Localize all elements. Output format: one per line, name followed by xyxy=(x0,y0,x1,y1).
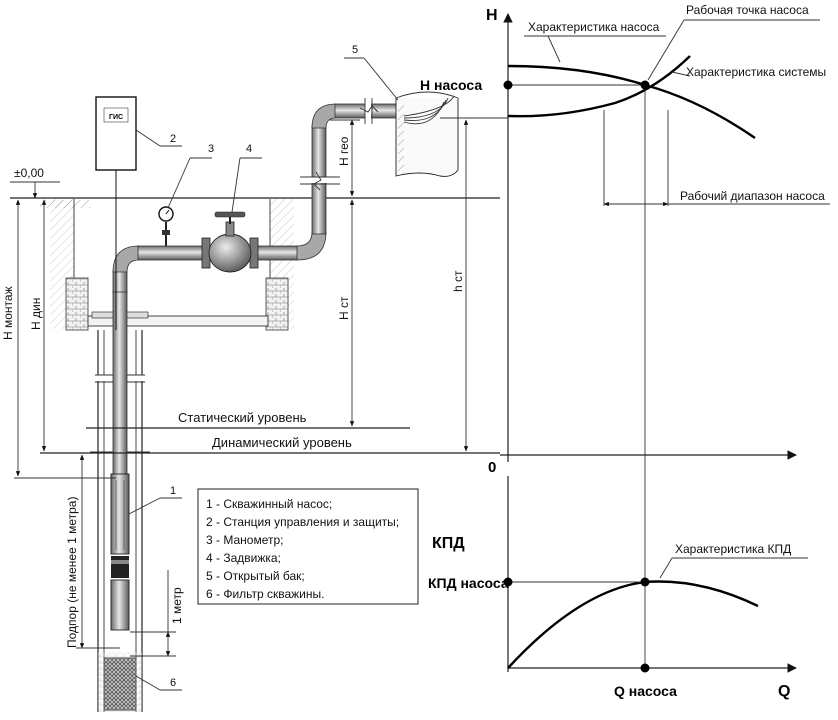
pit-walls xyxy=(50,199,294,331)
dim-h-st-total: h ст xyxy=(440,117,508,452)
legend-item: 3 - Манометр; xyxy=(206,533,283,547)
pressure-gauge xyxy=(158,206,174,246)
dynamic-level: Динамический уровень xyxy=(40,435,500,454)
graph-bottom: КПД Характеристика КПД КПД насоса Q насо… xyxy=(428,476,808,700)
surface-pipe xyxy=(112,98,406,293)
kpd-operating-point xyxy=(640,577,650,587)
control-station: ГИС xyxy=(95,96,137,330)
dim-h-montazh: H монтаж xyxy=(1,199,21,477)
gate-valve xyxy=(201,211,259,273)
kpd-axis-label: КПД xyxy=(432,535,465,552)
podpor-label: Подпор (не менее 1 метра) xyxy=(65,497,79,648)
static-level-label: Статический уровень xyxy=(178,410,307,425)
operating-point-label: Рабочая точка насоса xyxy=(686,3,809,17)
ground-surface xyxy=(10,197,500,208)
graph-top: H 0 H насоса Характеристика насоса Рабоч… xyxy=(420,3,830,668)
static-level: Статический уровень xyxy=(86,410,410,429)
q-axis-label: Q xyxy=(778,683,790,700)
operating-range-label: Рабочий диапазон насоса xyxy=(680,189,825,203)
operating-point xyxy=(640,80,650,90)
q-pump-label: Q насоса xyxy=(614,683,677,699)
dim-podpor: Подпор (не менее 1 метра) xyxy=(65,454,120,649)
open-tank xyxy=(395,91,459,177)
ground-level-label: ±0,00 xyxy=(14,166,44,180)
h-st-label: H ст xyxy=(337,296,351,320)
h-geo-label: H гео xyxy=(337,136,351,166)
callout-3: 3 xyxy=(208,143,214,155)
legend-item: 1 - Скважинный насос; xyxy=(206,497,332,511)
callout-5: 5 xyxy=(352,44,358,56)
callouts: 2 3 4 5 1 6 xyxy=(128,44,399,691)
dim-h-geo: H гео xyxy=(330,119,360,197)
ground-level-mark: ±0,00 xyxy=(10,166,60,199)
h-st-total-label: h ст xyxy=(451,270,465,292)
callout-4: 4 xyxy=(246,143,252,155)
submersible-pump xyxy=(110,473,130,631)
h-pump-point xyxy=(503,80,513,90)
kpd-pump-label: КПД насоса xyxy=(428,575,509,591)
kpd-pump-point xyxy=(503,577,513,587)
system-curve xyxy=(507,55,691,118)
callout-2: 2 xyxy=(170,133,176,145)
h-pump-label: H насоса xyxy=(420,77,482,93)
legend-item: 4 - Задвижка; xyxy=(206,551,281,565)
system-curve-label: Характеристика системы xyxy=(686,65,826,79)
legend: 1 - Скважинный насос; 2 - Станция управл… xyxy=(197,488,419,605)
one-meter-label: 1 метр xyxy=(170,587,184,624)
riser-pipe xyxy=(112,289,128,491)
well-filter xyxy=(98,652,142,712)
kpd-curve xyxy=(507,580,759,669)
q-pump-point xyxy=(640,663,650,673)
callout-6: 6 xyxy=(170,677,176,689)
legend-item: 5 - Открытый бак; xyxy=(206,569,305,583)
h-montazh-label: H монтаж xyxy=(1,286,15,340)
pump-curve-label: Характеристика насоса xyxy=(528,20,660,34)
legend-item: 2 - Станция управления и защиты; xyxy=(206,515,399,529)
dim-h-st: H ст xyxy=(337,199,355,427)
legend-item: 6 - Фильтр скважины. xyxy=(206,587,324,601)
h-din-label: H дин xyxy=(29,298,43,330)
control-station-logo: ГИС xyxy=(109,114,123,121)
callout-1: 1 xyxy=(170,485,176,497)
dim-h-din: H дин xyxy=(29,199,47,452)
h-axis-label: H xyxy=(486,7,498,24)
dim-one-meter: 1 метр xyxy=(130,570,184,657)
dynamic-level-label: Динамический уровень xyxy=(212,435,352,450)
kpd-curve-label: Характеристика КПД xyxy=(675,542,791,556)
origin-label: 0 xyxy=(488,459,496,476)
